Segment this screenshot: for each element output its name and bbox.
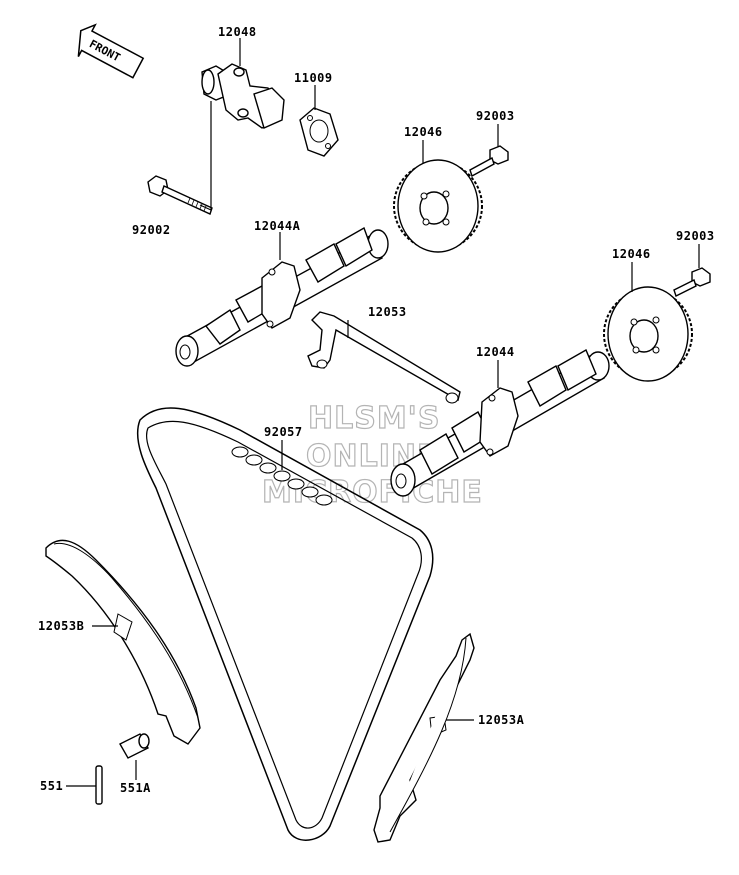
label-12044A: 12044A [254,219,301,233]
part-12053-chain-guide [307,311,461,404]
label-551A: 551A [120,781,151,795]
part-92003-bolt-lower [673,267,711,297]
label-11009: 11009 [294,71,333,85]
front-arrow-icon: FRONT [77,23,145,79]
label-12053B: 12053B [38,619,84,633]
part-12044-camshaft [390,348,610,497]
part-12046-sprocket-upper [393,159,483,253]
label-92003-lower: 92003 [676,229,715,243]
part-12044A-camshaft [175,226,389,367]
label-92002: 92002 [132,223,171,237]
part-cam-chain [136,407,434,841]
label-92057: 92057 [264,425,303,439]
part-92002-bolt [147,175,213,215]
label-12053: 12053 [368,305,407,319]
part-12053B-chain-guide [45,539,201,745]
label-551: 551 [40,779,63,793]
part-551A-dowel-pin [119,733,150,759]
part-551-pin [95,765,103,805]
watermark-line1: HLSM'S [308,401,440,436]
label-92003-upper: 92003 [476,109,515,123]
label-12046-upper: 12046 [404,125,443,139]
label-12044: 12044 [476,345,515,359]
part-12053A-tensioner-guide [373,632,475,843]
label-12048: 12048 [218,25,257,39]
part-12046-sprocket-lower [603,286,693,382]
label-12053A: 12053A [478,713,525,727]
label-12046-lower: 12046 [612,247,651,261]
part-92057-chain-section [231,446,333,506]
part-12048-tensioner [201,63,285,129]
part-11009-gasket [299,107,339,157]
part-92003-bolt-upper [469,145,509,178]
